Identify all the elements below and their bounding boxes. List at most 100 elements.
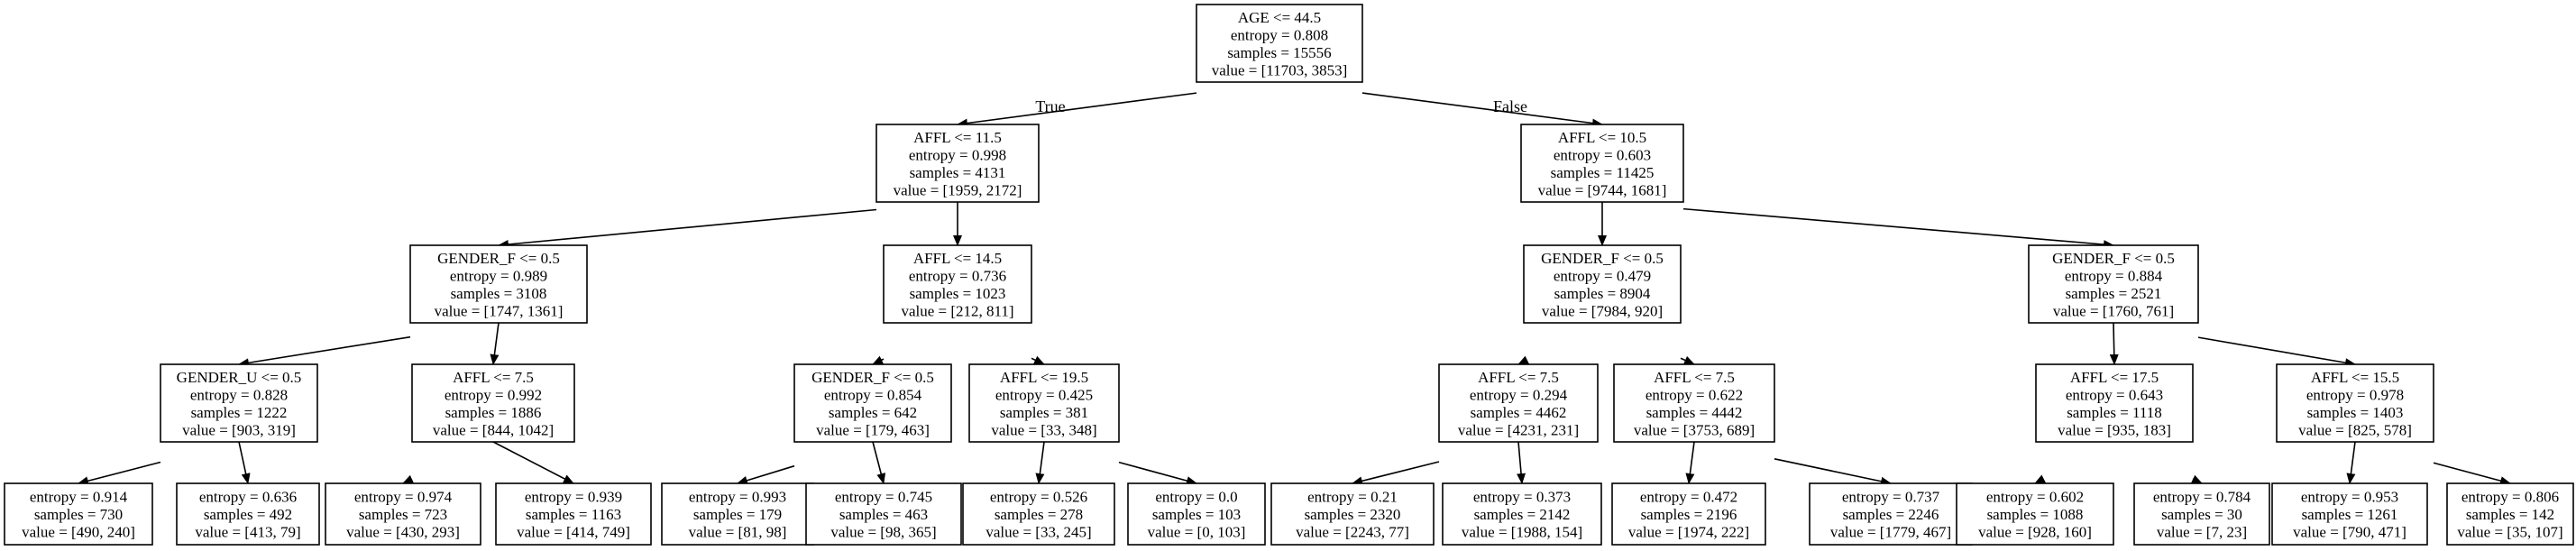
node-samples-text: samples = 103: [1152, 506, 1241, 523]
node-entropy-text: entropy = 0.884: [2065, 267, 2163, 284]
node-box: [2271, 482, 2428, 546]
edge-arrow: [492, 441, 574, 484]
node-entropy-text: entropy = 0.737: [1842, 489, 1940, 506]
node-samples-text: samples = 1088: [1987, 506, 2084, 523]
node-samples-text: samples = 4462: [1471, 404, 1567, 421]
node-value-text: value = [935, 183]: [2058, 421, 2171, 438]
node-condition-text: AFFL <= 11.5: [913, 129, 1002, 146]
node-condition-text: AFFL <= 14.5: [913, 250, 1002, 267]
node-samples-text: samples = 723: [359, 506, 447, 523]
node-box: [409, 244, 588, 324]
edge-arrow: [1682, 207, 2114, 250]
node-entropy-text: entropy = 0.953: [2301, 489, 2398, 506]
node-box: [1956, 482, 2114, 546]
edge-arrow: [1774, 457, 1892, 486]
node-entropy-text: entropy = 0.373: [1473, 489, 1571, 506]
node-entropy-text: entropy = 0.479: [1554, 267, 1651, 284]
node-box: [2035, 363, 2194, 443]
edge-arrow: [498, 208, 877, 249]
node-samples-text: samples = 30: [2161, 506, 2242, 523]
node-entropy-text: entropy = 0.914: [30, 489, 128, 506]
edges-layer: [78, 92, 2511, 486]
node-value-text: value = [1747, 1361]: [435, 302, 564, 319]
node-box: [160, 363, 318, 443]
node-box: [1196, 4, 1363, 83]
edge-arrow: [737, 464, 795, 485]
node-box: [793, 363, 952, 443]
node-samples-text: samples = 2320: [1305, 506, 1401, 523]
node-samples-text: samples = 4442: [1646, 404, 1743, 421]
node-entropy-text: entropy = 0.745: [835, 489, 932, 506]
node-condition-text: AFFL <= 10.5: [1558, 129, 1646, 146]
node-entropy-text: entropy = 0.784: [2153, 489, 2251, 506]
node-condition-text: AFFL <= 17.5: [2070, 369, 2159, 386]
node-samples-text: samples = 2521: [2066, 285, 2162, 302]
node-value-text: value = [11703, 3853]: [1212, 61, 1348, 78]
node-box: [4, 482, 153, 546]
node-value-text: value = [414, 749]: [517, 524, 630, 541]
node-samples-text: samples = 179: [693, 506, 782, 523]
node-samples-text: samples = 142: [2466, 506, 2554, 523]
node-box: [883, 244, 1032, 324]
node-samples-text: samples = 730: [34, 506, 123, 523]
node-condition-text: GENDER_F <= 0.5: [1541, 250, 1664, 267]
node-box: [411, 363, 575, 443]
node-condition-text: GENDER_F <= 0.5: [437, 250, 560, 267]
node-value-text: value = [179, 463]: [816, 421, 930, 438]
edge-arrow: [2109, 322, 2119, 365]
node-box: [1523, 244, 1682, 324]
node-entropy-text: entropy = 0.602: [1986, 489, 2084, 506]
node-box: [968, 363, 1120, 443]
node-condition-text: AFFL <= 7.5: [1654, 369, 1735, 386]
node-entropy-text: entropy = 0.828: [190, 386, 288, 403]
node-condition-text: GENDER_F <= 0.5: [811, 369, 934, 386]
node-box: [1520, 124, 1684, 203]
node-entropy-text: entropy = 0.636: [199, 489, 297, 506]
node-box: [2276, 363, 2434, 443]
edge-arrow: [490, 322, 500, 365]
node-samples-text: samples = 3108: [451, 285, 547, 302]
node-entropy-text: entropy = 0.993: [689, 489, 786, 506]
edge-arrow: [957, 92, 1197, 128]
node-samples-text: samples = 1118: [2067, 404, 2162, 421]
edge-arrow: [872, 441, 886, 484]
node-box: [875, 124, 1040, 203]
edge-arrow: [1685, 441, 1695, 484]
node-box: [1611, 482, 1766, 546]
node-value-text: value = [1760, 761]: [2053, 302, 2174, 319]
node-box: [495, 482, 652, 546]
node-entropy-text: entropy = 0.978: [2306, 386, 2404, 403]
node-box: [805, 482, 962, 546]
node-value-text: value = [2243, 77]: [1296, 524, 1409, 541]
node-entropy-text: entropy = 0.643: [2066, 386, 2163, 403]
node-entropy-text: entropy = 0.21: [1307, 489, 1398, 506]
node-condition-text: AFFL <= 15.5: [2311, 369, 2399, 386]
node-value-text: value = [844, 1042]: [433, 421, 554, 438]
node-entropy-text: entropy = 0.0: [1155, 489, 1237, 506]
node-entropy-text: entropy = 0.425: [995, 386, 1093, 403]
node-box: [325, 482, 481, 546]
node-samples-text: samples = 1886: [445, 404, 542, 421]
